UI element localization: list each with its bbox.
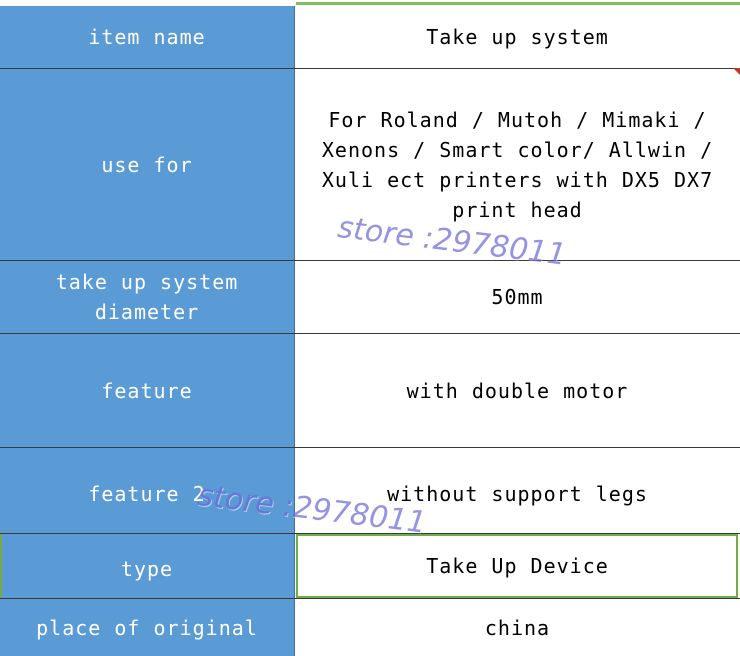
row-divider: [0, 260, 740, 261]
table-row: feature 2 without support legs: [0, 448, 740, 534]
row-label: take up system diameter: [0, 261, 295, 333]
row-divider: [0, 447, 740, 448]
cell-selection-highlight: [296, 534, 738, 598]
comment-indicator-icon: [733, 68, 740, 75]
row-label: use for: [0, 69, 295, 260]
row-value[interactable]: Take Up Device: [295, 534, 740, 598]
table-row: take up system diameter 50mm: [0, 261, 740, 333]
row-label: place of original: [0, 599, 295, 656]
row-divider: [0, 333, 740, 334]
table-row: feature with double motor: [0, 334, 740, 447]
row-label: type: [0, 534, 295, 598]
cell-selection-top: [296, 2, 740, 5]
table-row: place of original china: [0, 599, 740, 656]
table-row: type Take Up Device: [0, 534, 740, 598]
row-value[interactable]: china: [295, 599, 740, 656]
row-value[interactable]: 50mm: [295, 261, 740, 333]
row-value[interactable]: For Roland / Mutoh / Mimaki / Xenons / S…: [295, 69, 740, 260]
row-label: feature 2: [0, 448, 295, 534]
row-value[interactable]: with double motor: [295, 334, 740, 447]
row-value[interactable]: without support legs: [295, 448, 740, 534]
row-value[interactable]: Take up system: [295, 6, 740, 68]
row-selection-edge: [0, 534, 2, 598]
row-divider: [0, 598, 740, 599]
row-divider: [0, 533, 740, 534]
table-row: item name Take up system: [0, 6, 740, 68]
row-label: item name: [0, 6, 295, 68]
row-divider: [0, 68, 740, 69]
row-label: feature: [0, 334, 295, 447]
table-row: use for For Roland / Mutoh / Mimaki / Xe…: [0, 69, 740, 260]
